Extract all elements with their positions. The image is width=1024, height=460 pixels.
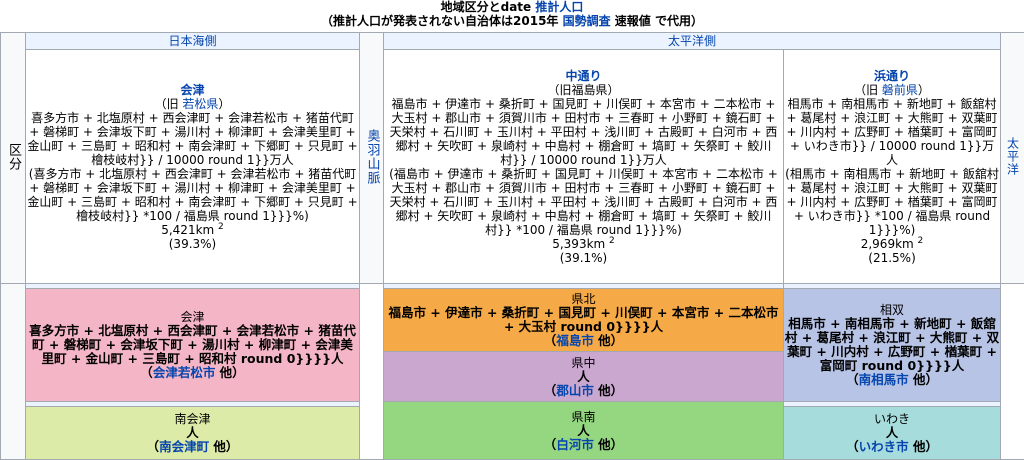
region-kenpoku-population: 福島市 + 伊達市 + 桑折町 + 国見町 + 川俣町 + 本宮市 + 二本松市… [388,305,779,334]
region-kennan-seat: （白河市 他） [543,436,624,452]
region-aizu-population: 喜多方市 + 北塩原村 + 西会津町 + 会津若松市 + 猪苗代町 + 磐梯町 … [29,323,356,366]
ou-mountains-cell: 奥羽山脈 [359,32,384,284]
hamadori-stat-cell: 浜通り （旧 磐前県） 相馬市 + 南相馬市 + 新地町 + 飯舘村 + 葛尾村… [782,49,1002,284]
aizuwakamatsu-link[interactable]: 会津若松市 [152,365,216,380]
kubun-label: 区分 [6,142,21,171]
region-kenchu: 県中 人 （郡山市 他） [383,351,784,402]
region-soso-seat: （南相馬市 他） [846,372,938,387]
region-iwaki-seat: （いわき市 他） [846,439,938,454]
hamadori-ratio: (相馬市 + 南相馬市 + 新地町 + 飯舘村 + 葛尾村 + 浪江町 + 大熊… [785,166,999,237]
region-kenpoku-seat: （福島市 他） [543,333,624,348]
region-kennan: 県南 人 （白河市 他） [383,401,784,460]
region-kennan-name: 県南 [571,409,596,424]
region-aizu: 会津 喜多方市 + 北塩原村 + 西会津町 + 会津若松市 + 猪苗代町 + 磐… [25,288,360,402]
nihonkai-side-header[interactable]: 日本海側 [25,32,360,50]
region-kenchu-population: 人 [577,368,590,384]
hamadori-old-prefecture: （旧 磐前県） [854,82,930,97]
region-kenpoku: 県北 福島市 + 伊達市 + 桑折町 + 国見町 + 川俣町 + 本宮市 + 二… [383,288,784,352]
iwaki-city-link[interactable]: いわき市 [858,439,909,454]
region-aizu-seat: （会津若松市 他） [140,365,245,380]
region-iwaki-name: いわき [874,412,911,426]
kubun-header-cell: 区分 [0,32,26,284]
region-minamiaizu-seat: （南会津町 他） [146,439,239,454]
wakamatsu-ken-link[interactable]: 若松県 [182,96,219,111]
region-iwaki: いわき 人 （いわき市 他） [782,406,1002,460]
hamadori-population: 相馬市 + 南相馬市 + 新地町 + 飯舘村 + 葛尾村 + 浪江町 + 大熊町… [786,96,998,167]
nakadori-population: 福島市 + 伊達市 + 桑折町 + 国見町 + 川俣町 + 本宮市 + 二本松市… [389,96,778,167]
aizu-share: (39.3%) [168,236,217,251]
region-soso-name: 相双 [880,303,905,317]
aizu-stat-cell: 会津 （旧 若松県） 喜多方市 + 北塩原村 + 西会津町 + 会津若松市 + … [25,49,360,284]
shirakawa-link[interactable]: 白河市 [556,436,594,452]
region-minamiaizu-name: 南会津 [174,412,211,426]
hamadori-area: 2,969km 2 [860,235,924,251]
fukushima-city-link[interactable]: 福島市 [556,333,594,348]
right-margin-cell [1000,283,1024,460]
minamisoma-link[interactable]: 南相馬市 [858,372,909,387]
suikei-jinko-link[interactable]: 推計人口 [535,0,584,14]
nakadori-area-name[interactable]: 中通り [565,68,602,83]
nakadori-area: 5,393km 2 [552,235,615,251]
kokusei-chosa-link[interactable]: 国勢調査 [562,14,611,28]
region-grid: 区分 日本海側 奥羽山脈 太平洋側 太平洋 会津 （旧 若松県） 喜多方市 + … [0,32,1024,460]
iwasaki-ken-link[interactable]: 磐前県 [881,82,918,97]
region-kenpoku-name: 県北 [571,292,596,306]
region-minamiaizu-population: 人 [186,425,199,440]
nakadori-share: (39.1%) [559,250,608,265]
region-soso-population: 相馬市 + 南相馬市 + 新地町 + 飯舘村 + 葛尾村 + 浪江町 + 大熊町… [784,316,1000,373]
ou-mountains-link[interactable]: 奥羽山脈 [364,128,380,185]
nakadori-stat-cell: 中通り （旧福島県） 福島市 + 伊達市 + 桑折町 + 国見町 + 川俣町 +… [383,49,784,284]
region-iwaki-population: 人 [885,425,899,440]
aizu-area-name[interactable]: 会津 [180,82,205,97]
aizu-population: 喜多方市 + 北塩原村 + 西会津町 + 会津若松市 + 猪苗代町 + 磐梯町 … [27,110,358,167]
pacific-cell: 太平洋 [1000,32,1024,284]
hamadori-share: (21.5%) [868,250,916,265]
nakadori-old-prefecture: （旧福島県） [547,82,620,97]
minamiaizu-town-link[interactable]: 南会津町 [159,439,210,454]
table-caption: 地域区分とdate 推計人口 （推計人口が発表されない自治体は2015年 国勢調… [0,0,1024,28]
region-aizu-name: 会津 [180,310,205,324]
mountain-gap-cell [359,283,384,460]
region-kenchu-seat: （郡山市 他） [543,382,624,398]
region-soso: 相双 相馬市 + 南相馬市 + 新地町 + 飯舘村 + 葛尾村 + 浪江町 + … [782,288,1002,402]
region-minamiaizu: 南会津 人 （南会津町 他） [25,406,360,460]
left-margin-cell [0,283,26,460]
koriyama-link[interactable]: 郡山市 [556,382,594,398]
region-kenchu-name: 県中 [571,355,596,370]
caption-line-2: （推計人口が発表されない自治体は2015年 国勢調査 速報値 で代用） [321,14,703,28]
aizu-area: 5,421km 2 [161,221,224,237]
pacific-link[interactable]: 太平洋 [1005,137,1020,176]
aizu-ratio: (喜多方市 + 北塩原村 + 西会津町 + 会津若松市 + 猪苗代町 + 磐梯町… [27,166,358,223]
nakadori-ratio: (福島市 + 伊達市 + 桑折町 + 国見町 + 川俣町 + 本宮市 + 二本松… [389,166,778,237]
aizu-old-prefecture: （旧 若松県） [154,96,231,111]
caption-line-1: 地域区分とdate 推計人口 [440,0,584,14]
hamadori-area-name[interactable]: 浜通り [874,68,911,83]
region-kennan-population: 人 [577,422,590,438]
taiheiyo-side-header[interactable]: 太平洋側 [382,32,1002,50]
